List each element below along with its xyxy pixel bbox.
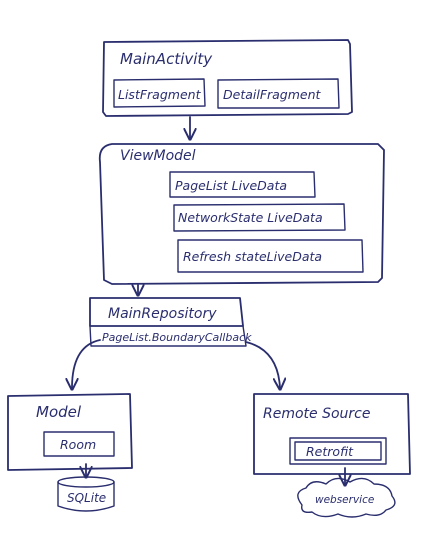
arrow-repository-to-remote (245, 341, 280, 388)
view-model-title: ViewModel (120, 148, 196, 164)
pagelist-livedata-label: PageList LiveData (175, 178, 287, 193)
detail-fragment-label: DetailFragment (223, 87, 322, 102)
main-activity-box: MainActivity ListFragment DetailFragment (102, 39, 353, 117)
arrow-repository-to-model (72, 339, 101, 388)
pagelist-livedata-box: PageList LiveData (169, 171, 316, 198)
list-fragment-box: ListFragment (113, 78, 206, 108)
main-repository-box: MainRepository PageList.BoundaryCallback (89, 297, 252, 347)
sqlite-label: SQLite (67, 491, 106, 505)
detail-fragment-box: DetailFragment (217, 78, 340, 109)
refresh-state-livedata-box: Refresh stateLiveData (177, 239, 364, 273)
room-box: Room (43, 431, 115, 457)
main-activity-title: MainActivity (120, 50, 213, 68)
view-model-box: ViewModel PageList LiveData NetworkState… (98, 143, 385, 285)
webservice-cloud: webservice (297, 477, 396, 518)
remote-source-title: Remote Source (263, 406, 371, 422)
webservice-label: webservice (315, 494, 374, 506)
networkstate-livedata-box: NetworkState LiveData (173, 203, 346, 232)
main-repository-title: MainRepository (108, 306, 217, 322)
retrofit-box: Retrofit (289, 437, 387, 465)
model-box: Model Room (7, 393, 133, 471)
retrofit-label: Retrofit (306, 444, 354, 459)
sqlite-database: SQLite (57, 476, 115, 512)
networkstate-livedata-label: NetworkState LiveData (178, 210, 323, 225)
model-title: Model (36, 403, 82, 421)
room-label: Room (60, 437, 96, 452)
list-fragment-label: ListFragment (118, 87, 202, 102)
boundary-callback-label: PageList.BoundaryCallback (102, 331, 252, 344)
refresh-state-livedata-label: Refresh stateLiveData (183, 249, 322, 264)
remote-source-box: Remote Source Retrofit (253, 393, 411, 475)
